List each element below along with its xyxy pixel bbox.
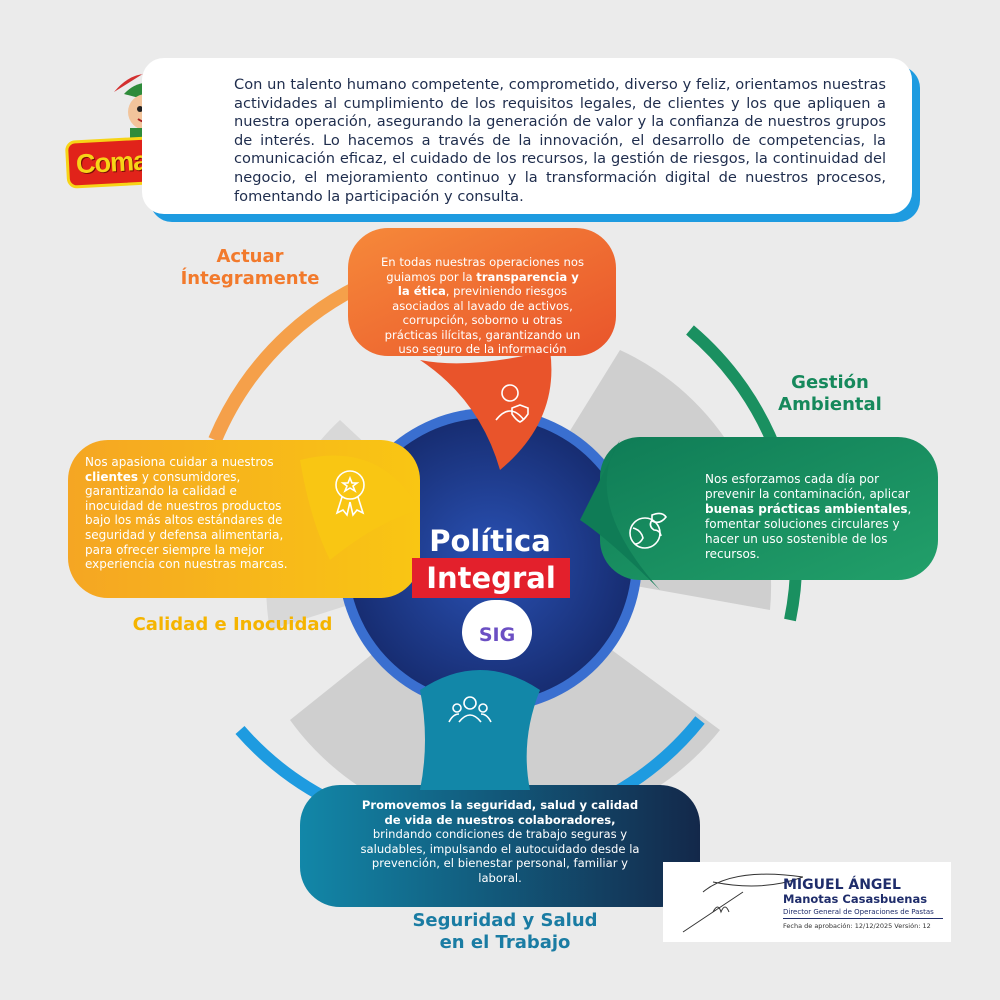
title-ambiental-line2: Ambiental [778,394,882,415]
text-segment: transparencia y la ética [397,269,579,299]
team-people-icon [448,696,492,723]
award-ribbon-icon [335,470,365,517]
title-seguridad-line1: Seguridad y Salud [412,910,598,931]
signature-block: MIGUEL ÁNGEL Manotas Casasbuenas Directo… [663,862,951,942]
title-ambiental-line1: Gestión [791,372,869,393]
text-segment: brindando condiciones de trabajo seguras… [360,827,640,885]
globe-leaf-icon [629,512,667,549]
card-actuar-bg [348,228,616,356]
center-title-politica: Política [429,524,551,558]
title-seguridad-line2: en el Trabajo [439,932,571,953]
approval-date-version: Fecha de aprobación: 12/12/2025 Versión:… [783,922,931,930]
card-actuar-text: En todas nuestras operaciones nos guiamo… [380,255,585,357]
title-seguridad: Seguridad y Salud en el Trabajo [380,910,630,954]
card-seguridad-bg [300,785,700,907]
card-ambiental-bg [600,437,938,580]
card-ambiental-text: Nos esforzamos cada día por prevenir la … [705,472,930,562]
person-shield-icon [495,384,529,423]
title-actuar-line1: Actuar [216,246,284,267]
text-segment: clientes [85,469,139,484]
card-seguridad-text: Promovemos la seguridad, salud y calidad… [360,798,640,885]
signer-name-last: Manotas Casasbuenas [783,892,928,906]
text-segment: En todas nuestras operaciones nos guiamo… [380,255,585,284]
signer-name-first: MIGUEL ÁNGEL [783,877,901,893]
text-segment: Nos apasiona cuidar a nuestros [85,455,274,469]
text-segment: Nos esforzamos cada día por prevenir la … [705,472,910,501]
text-segment: , fomentar soluciones circulares y hacer… [705,502,912,561]
title-ambiental: Gestión Ambiental [760,372,900,416]
text-segment: buenas prácticas ambientales [705,502,908,516]
card-calidad-text: Nos apasiona cuidar a nuestros clientes … [85,455,295,572]
policy-statement-card: Con un talento humano competente, compro… [142,58,912,214]
signer-role: Director General de Operaciones de Pasta… [783,908,943,919]
text-segment: , previniendo riesgos asociados al lavad… [384,284,581,356]
center-title-integral: Integral [412,558,570,598]
title-calidad: Calidad e Inocuidad [132,614,333,635]
text-segment: Promovemos la seguridad, salud y calidad… [361,798,639,827]
title-actuar-line2: Íntegramente [180,268,320,289]
title-actuar: Actuar Íntegramente [160,246,340,290]
text-segment: y consumidores, garantizando la calidad … [85,469,288,572]
policy-statement-text: Con un talento humano competente, compro… [234,76,886,205]
handwritten-signature [682,873,803,933]
sig-badge: SIG [462,600,532,660]
